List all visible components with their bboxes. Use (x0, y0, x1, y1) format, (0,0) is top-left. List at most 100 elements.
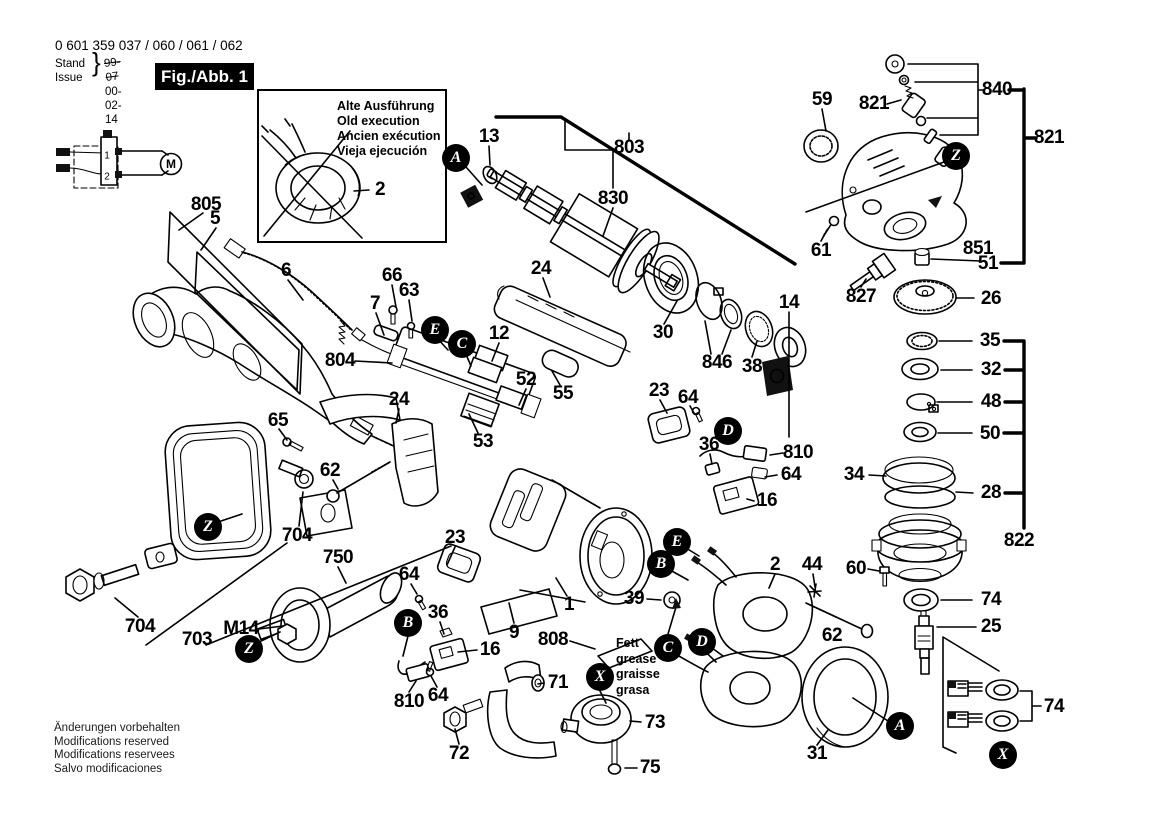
schematic-terminal-1: 1 (104, 150, 110, 162)
part-callout-803: 803 (613, 137, 645, 158)
part-callout-36: 36 (698, 434, 720, 455)
part-callout-827: 827 (845, 286, 877, 307)
part-callout-48: 48 (980, 391, 1002, 412)
armature-washer-13 (460, 165, 498, 208)
ref-badge-D: D (688, 628, 716, 656)
part-callout-704: 704 (281, 525, 313, 546)
part-callout-59: 59 (811, 89, 833, 110)
part-callout-31: 31 (806, 743, 828, 764)
part-callout-24: 24 (388, 389, 410, 410)
part-callout-840: 840 (981, 79, 1013, 100)
part-callout-64: 64 (677, 387, 699, 408)
part-callout-810: 810 (393, 691, 425, 712)
spindle-25-drawing (914, 610, 934, 675)
ref-badge-C: C (654, 634, 682, 662)
part-callout-62: 62 (319, 460, 341, 481)
part-callout-34: 34 (843, 464, 865, 485)
part-callout-805: 805 (190, 194, 222, 215)
part-callout-830: 830 (597, 188, 629, 209)
part-callout-M14: M14 (223, 618, 259, 639)
part-callout-851: 851 (962, 238, 994, 259)
switch-group-left (397, 594, 469, 682)
part-callout-50: 50 (979, 423, 1001, 444)
screw-60 (879, 566, 890, 587)
part-callout-16: 16 (479, 639, 501, 660)
part-callout-61: 61 (810, 240, 832, 261)
bearing-ring-59 (803, 129, 839, 163)
part-callout-26: 26 (980, 288, 1002, 309)
ref-badge-B: B (394, 609, 422, 637)
part-callout-5: 5 (209, 208, 221, 229)
part-callout-36: 36 (427, 602, 449, 623)
part-callout-44: 44 (801, 554, 823, 575)
part-callout-75: 75 (639, 757, 661, 778)
part-callout-750: 750 (322, 547, 354, 568)
part-callout-7: 7 (369, 293, 381, 314)
old-execution-drawing (261, 118, 363, 239)
part-callout-35: 35 (979, 330, 1001, 351)
ref-badge-A: A (442, 144, 470, 172)
part-callout-60: 60 (845, 558, 867, 579)
seal-kit-drawing (947, 679, 1019, 732)
part-callout-74: 74 (980, 589, 1002, 610)
part-callout-73: 73 (644, 712, 666, 733)
wiring-schematic-drawing (56, 130, 183, 189)
part-callout-2: 2 (374, 179, 386, 200)
ref-badge-E: E (421, 316, 449, 344)
old-execution-de: Alte Ausführung (337, 99, 435, 113)
part-callout-53: 53 (472, 431, 494, 452)
schematic-terminal-2: 2 (104, 171, 110, 183)
stand-label: Stand (55, 58, 86, 70)
handle-shell-drawing (493, 285, 631, 378)
part-callout-64: 64 (780, 464, 802, 485)
part-callout-62: 62 (821, 625, 843, 646)
part-callout-12: 12 (488, 323, 510, 344)
part-callout-804: 804 (324, 350, 356, 371)
gear-housing-drawing (841, 131, 967, 252)
part-callout-32: 32 (980, 359, 1002, 380)
part-callout-822: 822 (1003, 530, 1035, 551)
modifications-de: Änderungen vorbehalten (54, 722, 180, 734)
bail-handle-drawing (144, 421, 391, 570)
part-callout-810: 810 (782, 442, 814, 463)
part-callout-23: 23 (444, 527, 466, 548)
gear-bearing-column-drawing (871, 247, 967, 583)
ref-badge-Z: Z (235, 635, 263, 663)
field-coil-drawing (671, 546, 814, 728)
grease-note-en: grease (616, 651, 657, 666)
part-callout-38: 38 (741, 356, 763, 377)
dust-parts-drawing (443, 660, 632, 775)
grease-note-es: grasa (616, 682, 650, 697)
clamp-shoe-24-drawing (319, 393, 439, 507)
part-callout-55: 55 (552, 383, 574, 404)
part-callout-74: 74 (1043, 696, 1065, 717)
ref-badge-Z: Z (942, 142, 970, 170)
part-callout-23: 23 (648, 380, 670, 401)
part-callout-25: 25 (980, 616, 1002, 637)
figure-title: Fig./Abb. 1 (155, 63, 254, 90)
switch-group-right (647, 406, 768, 515)
part-callout-24: 24 (530, 258, 552, 279)
brace-glyph: } (92, 47, 101, 77)
ref-badge-B: B (647, 550, 675, 578)
part-callout-66: 66 (381, 265, 403, 286)
old-execution-box: Alte Ausführung Old execution Ancien exé… (257, 89, 447, 243)
old-execution-en: Old execution (337, 114, 420, 128)
part-callout-65: 65 (267, 410, 289, 431)
grease-note: Fett grease graisse grasa (616, 636, 660, 698)
group-frames (167, 211, 303, 395)
grease-note-fr: graisse (616, 667, 660, 681)
part-callout-30: 30 (652, 322, 674, 343)
ref-badge-A: A (886, 712, 914, 740)
part-callout-704: 704 (124, 616, 156, 637)
old-execution-es: Vieja ejecución (337, 144, 428, 158)
part-callout-16: 16 (756, 490, 778, 511)
spindle-gear-827 (849, 252, 897, 292)
part-callout-52: 52 (515, 369, 537, 390)
part-callout-64: 64 (427, 685, 449, 706)
part-callout-6: 6 (280, 260, 292, 281)
modifications-note: Änderungen vorbehalten Modifications res… (54, 722, 180, 776)
bearing-rings-drawing (642, 242, 807, 396)
